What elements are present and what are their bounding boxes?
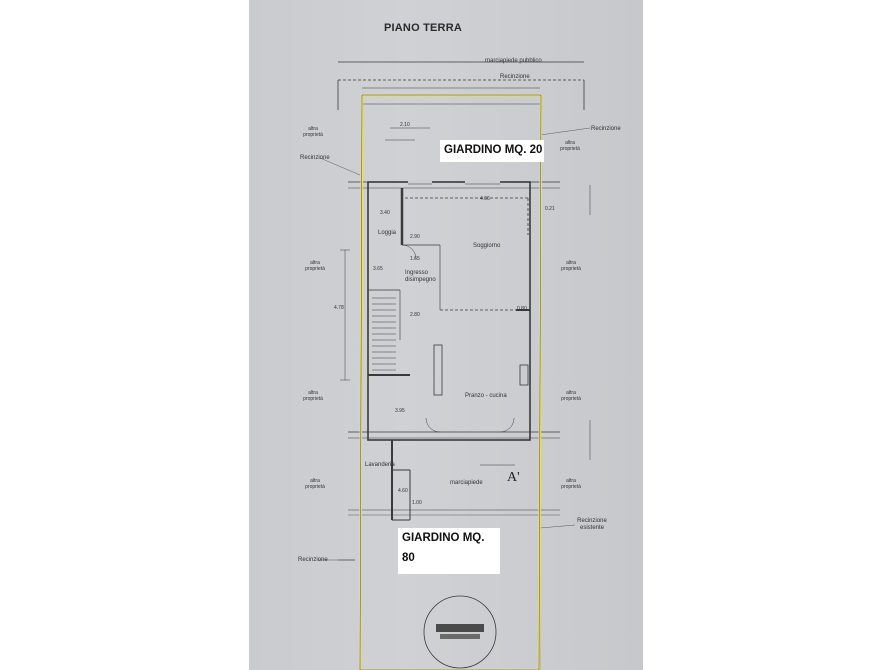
- dimension-text: 3.95: [395, 408, 405, 414]
- kitchen-counter: [433, 344, 443, 396]
- stamp-circle: [423, 595, 497, 669]
- drawing-title: PIANO TERRA: [384, 22, 462, 34]
- altra-proprieta-label: altra proprietà: [561, 478, 581, 490]
- note-marciapiede: marciapiede pubblico: [485, 58, 542, 64]
- stamp-band: [436, 624, 484, 632]
- dimension-text: 0.80: [517, 306, 527, 312]
- dimension-text: 2.90: [410, 234, 420, 240]
- staircase: [372, 297, 396, 371]
- altra-proprieta-label: altra proprietà: [303, 390, 323, 402]
- garden-back-label: GIARDINO MQ. 80: [398, 528, 500, 574]
- section-marker: A': [507, 470, 520, 485]
- dimension-text: 3.40: [380, 210, 390, 216]
- altra-proprieta-label: altra proprietà: [561, 260, 581, 272]
- altra-proprieta-label: altra proprietà: [560, 140, 580, 152]
- garden-front-label: GIARDINO MQ. 20: [440, 140, 544, 162]
- dimension-text: 4.66: [480, 196, 490, 202]
- altra-proprieta-label: altra proprietà: [305, 478, 325, 490]
- dimension-text: 2.80: [410, 312, 420, 318]
- note-recinzione: Recinzione: [500, 74, 530, 80]
- note-soggiorno: Soggiorno: [473, 243, 501, 249]
- note-loggia: Loggia: [378, 230, 397, 236]
- altra-proprieta-label: altra proprietà: [305, 260, 325, 272]
- house-outline: [367, 181, 531, 441]
- dimension-text: 4.60: [398, 488, 408, 494]
- note-ingresso: Ingresso disimpegno: [405, 270, 436, 283]
- dimension-text: 1.00: [412, 500, 422, 506]
- note-recinzione-left: Recinzione: [300, 155, 330, 161]
- note-lavanderia: Lavanderia: [365, 462, 395, 468]
- note-marciapiede-bottom: marciapiede: [450, 480, 483, 486]
- altra-proprieta-label: altra proprietà: [303, 126, 323, 138]
- dimension-text: 3.65: [373, 266, 383, 272]
- note-pranzo-cucina: Pranzo - cucina: [465, 393, 507, 399]
- note-recinzione-esistente: Recinzione esistente: [577, 518, 607, 531]
- dimension-text: 2.10: [400, 122, 410, 128]
- altra-proprieta-label: altra proprietà: [561, 390, 581, 402]
- dimension-text: 4.78: [334, 305, 344, 311]
- dimension-text: 1.65: [410, 256, 420, 262]
- dimension-text: 0.21: [545, 206, 555, 212]
- note-recinzione-right: Recinzione: [591, 126, 621, 132]
- note-recinzione-bottom: Recinzione: [298, 557, 328, 563]
